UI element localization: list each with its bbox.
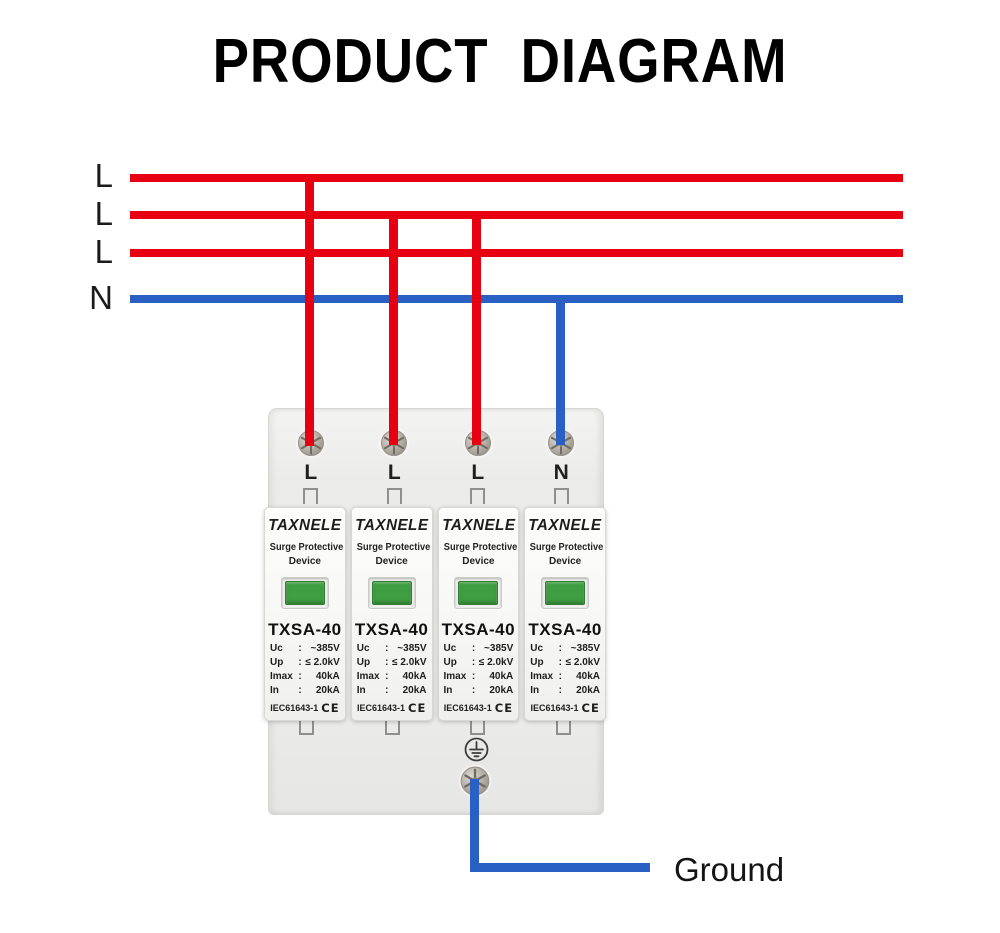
brand-logo: TAXNELE xyxy=(355,517,429,534)
spec-row-uc: Uc:~385V xyxy=(443,643,514,654)
module-bottom-tab xyxy=(299,719,315,735)
status-indicator-green xyxy=(371,581,412,605)
spec-list: Uc:~385V Up:≤ 2.0kV Imax:40kA In:20kA xyxy=(270,643,340,699)
spec-row-imax: Imax:40kA xyxy=(270,671,340,682)
product-type-line1: Surge Protective xyxy=(443,541,517,553)
spd-module: TAXNELE Surge Protective Device TXSA-40 … xyxy=(350,507,433,721)
spec-row-in: In:20kA xyxy=(270,685,340,696)
spec-list: Uc:~385V Up:≤ 2.0kV Imax:40kA In:20kA xyxy=(530,643,600,699)
bus-label-l1: L xyxy=(94,157,113,194)
spec-row-uc: Uc:~385V xyxy=(356,643,427,654)
product-type-line2: Device xyxy=(462,556,495,567)
ground-wire-horizontal xyxy=(470,863,650,872)
spec-row-up: Up:≤ 2.0kV xyxy=(356,657,427,668)
top-tab-row xyxy=(269,488,603,504)
spec-row-uc: Uc:~385V xyxy=(530,643,600,654)
spec-row-imax: Imax:40kA xyxy=(530,671,600,682)
ce-mark: CE xyxy=(494,701,514,715)
spec-row-up: Up:≤ 2.0kV xyxy=(443,657,514,668)
certification-row: IEC61643-1 CE xyxy=(265,701,345,715)
spec-row-in: In:20kA xyxy=(443,685,514,696)
spec-list: Uc:~385V Up:≤ 2.0kV Imax:40kA In:20kA xyxy=(357,643,427,699)
bus-wire-n xyxy=(130,295,903,303)
certification-row: IEC61643-1 CE xyxy=(439,701,519,715)
spec-row-imax: Imax:40kA xyxy=(356,671,427,682)
product-type-line1: Surge Protective xyxy=(530,541,604,553)
drop-wire-3 xyxy=(472,211,481,445)
module-top-tab xyxy=(553,488,569,504)
standard-label: IEC61643-1 xyxy=(530,703,579,713)
product-type-line2: Device xyxy=(288,556,321,567)
module-bottom-tab xyxy=(555,719,571,735)
spd-module: TAXNELE Surge Protective Device TXSA-40 … xyxy=(264,507,346,721)
spec-row-in: In:20kA xyxy=(530,685,600,696)
status-indicator-window xyxy=(541,577,590,609)
product-type-line1: Surge Protective xyxy=(356,541,430,553)
terminal-label-l3: L xyxy=(471,461,485,484)
brand-logo: TAXNELE xyxy=(268,517,342,534)
product-type-line2: Device xyxy=(375,556,408,567)
status-indicator-window xyxy=(454,577,503,609)
ce-mark: CE xyxy=(581,701,600,715)
status-indicator-window xyxy=(367,577,416,609)
terminal-label-n: N xyxy=(553,461,569,484)
drop-wire-1 xyxy=(305,174,314,446)
model-number: TXSA-40 xyxy=(354,620,429,639)
terminal-label-row: L L L N xyxy=(269,461,603,485)
module-top-tab xyxy=(386,488,402,504)
brand-logo: TAXNELE xyxy=(528,517,602,534)
spec-row-in: In:20kA xyxy=(356,685,427,696)
drop-wire-n xyxy=(556,295,565,445)
spec-list: Uc:~385V Up:≤ 2.0kV Imax:40kA In:20kA xyxy=(444,643,514,699)
status-indicator-green xyxy=(545,581,586,605)
standard-label: IEC61643-1 xyxy=(356,703,405,713)
terminal-screw-row xyxy=(269,427,603,459)
spec-row-up: Up:≤ 2.0kV xyxy=(270,657,340,668)
bottom-tab-row xyxy=(264,719,606,735)
bus-label-l3: L xyxy=(94,233,113,270)
module-bottom-tab xyxy=(470,719,486,735)
product-type-line2: Device xyxy=(549,556,582,567)
ce-mark: CE xyxy=(321,701,340,715)
ce-mark: CE xyxy=(408,701,427,715)
certification-row: IEC61643-1 CE xyxy=(352,701,432,715)
status-indicator-green xyxy=(458,581,499,605)
terminal-label-l2: L xyxy=(387,461,401,484)
standard-label: IEC61643-1 xyxy=(270,703,319,713)
module-top-tab xyxy=(470,488,486,504)
module-bottom-tab xyxy=(384,719,400,735)
bus-label-l2: L xyxy=(94,195,113,232)
module-row: TAXNELE Surge Protective Device TXSA-40 … xyxy=(264,507,606,721)
spd-module: TAXNELE Surge Protective Device TXSA-40 … xyxy=(437,507,520,721)
status-indicator-window xyxy=(280,577,329,609)
drop-wire-2 xyxy=(389,211,398,445)
bus-wire-l1 xyxy=(130,174,903,182)
standard-label: IEC61643-1 xyxy=(443,703,492,713)
model-number: TXSA-40 xyxy=(528,620,602,639)
bus-wire-l2 xyxy=(130,211,903,219)
ground-wire-vertical xyxy=(470,779,479,872)
certification-row: IEC61643-1 CE xyxy=(525,701,605,715)
bus-label-n: N xyxy=(89,279,113,316)
spec-row-imax: Imax:40kA xyxy=(443,671,514,682)
ground-label: Ground xyxy=(674,851,785,888)
model-number: TXSA-40 xyxy=(268,620,342,639)
spd-module: TAXNELE Surge Protective Device TXSA-40 … xyxy=(524,507,606,721)
page-title: PRODUCT DIAGRAM xyxy=(212,27,788,96)
spec-row-up: Up:≤ 2.0kV xyxy=(530,657,600,668)
module-top-tab xyxy=(303,488,319,504)
status-indicator-green xyxy=(284,581,325,605)
terminal-label-l1: L xyxy=(304,461,318,484)
brand-logo: TAXNELE xyxy=(441,517,515,534)
earth-symbol-icon xyxy=(464,737,489,762)
product-type-line1: Surge Protective xyxy=(269,541,344,553)
bus-wire-l3 xyxy=(130,249,903,257)
spec-row-uc: Uc:~385V xyxy=(270,643,340,654)
model-number: TXSA-40 xyxy=(441,620,516,639)
